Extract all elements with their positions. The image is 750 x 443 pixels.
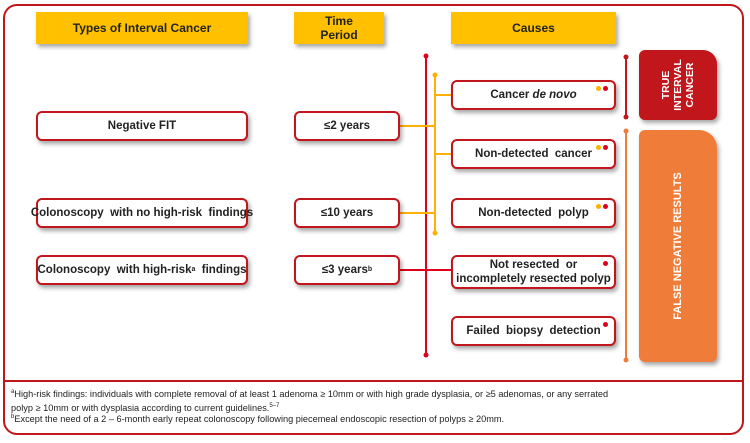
cause-non-detected-cancer-label: Non-detected cancer <box>475 148 592 160</box>
header-causes-label: Causes <box>512 21 555 35</box>
footnote-a-ref: 5–7 <box>269 403 280 410</box>
cause-non-detected-polyp: Non-detected polyp <box>451 198 616 228</box>
red-dot <box>603 204 608 209</box>
footnote-b: bExcept the need of a 2 – 6-month early … <box>11 411 736 425</box>
cause-cancer-de-novo: Cancer de novo <box>451 80 616 110</box>
false-negative-label: FALSE NEGATIVE RESULTS <box>672 172 684 320</box>
true-label-line3: CANCER <box>684 62 696 108</box>
true-label-line1: TRUE <box>660 70 672 100</box>
footnote-divider <box>3 380 744 382</box>
true-label-line2: INTERVAL <box>672 59 684 111</box>
footnote-a: aHigh-risk findings: individuals with co… <box>11 386 736 414</box>
header-time-line1: Time <box>325 14 353 28</box>
header-time-line2: Period <box>320 28 358 42</box>
type-high-risk-pre: Colonoscopy with high-risk <box>37 264 192 276</box>
red-bracket-top-dot <box>623 54 629 60</box>
yellow-dot <box>596 145 601 150</box>
cause-failed-biopsy-detection: Failed biopsy detection <box>451 316 616 346</box>
cause-non-detected-cancer: Non-detected cancer <box>451 139 616 169</box>
footnote-mark-a: a <box>191 266 196 273</box>
header-types: Types of Interval Cancer <box>36 12 248 44</box>
footnote-a-text2: polyp ≥ 10mm or with dysplasia according… <box>11 403 270 414</box>
footnote-a-mark: a <box>11 389 15 395</box>
orange-bracket-bottom-dot <box>623 357 629 363</box>
yellow-bus-bottom-dot <box>432 230 438 236</box>
red-dot <box>603 322 608 327</box>
yellow-dot <box>596 86 601 91</box>
outer-frame <box>3 4 744 435</box>
red-dot <box>603 261 608 266</box>
type-negative-fit-label: Negative FIT <box>107 120 177 132</box>
cause-not-resected-line1: Not resected or <box>489 259 578 271</box>
period-2-years-label: ≤2 years <box>324 120 370 132</box>
yellow-bus-top-dot <box>432 72 438 78</box>
period-10-years-label: ≤10 years <box>320 207 374 219</box>
period-10-years: ≤10 years <box>294 198 400 228</box>
header-types-label: Types of Interval Cancer <box>72 21 212 35</box>
cause-not-resected-polyp: Not resected or incompletely resected po… <box>451 255 616 289</box>
type-colonoscopy-no-high-risk: Colonoscopy with no high-risk findings <box>31 198 253 228</box>
false-negative-results-panel: FALSE NEGATIVE RESULTS <box>639 130 717 362</box>
red-bus-top-dot <box>423 53 429 59</box>
footnote-mark-b: b <box>367 266 373 273</box>
cause-failed-biopsy-label: Failed biopsy detection <box>466 325 601 337</box>
footnote-b-mark: b <box>11 414 15 420</box>
red-dot <box>603 145 608 150</box>
true-interval-cancer-panel: TRUE INTERVAL CANCER <box>639 50 717 120</box>
footnote-b-text: Except the need of a 2 – 6-month early r… <box>14 414 505 425</box>
red-bus-bottom-dot <box>423 352 429 358</box>
period-3-years-label: ≤3 years <box>321 264 368 276</box>
header-causes: Causes <box>451 12 616 44</box>
red-dot <box>603 86 608 91</box>
cause-non-detected-polyp-label: Non-detected polyp <box>478 207 589 219</box>
type-negative-fit: Negative FIT <box>36 111 248 141</box>
yellow-dot <box>596 204 601 209</box>
type-colonoscopy-no-high-risk-label: Colonoscopy with no high-risk findings <box>30 207 254 219</box>
cause-not-resected-line2: incompletely resected polyp <box>456 273 611 285</box>
period-2-years: ≤2 years <box>294 111 400 141</box>
type-high-risk-post: findings <box>195 264 247 276</box>
cause-cancer-de-novo-label: Cancer de novo <box>490 89 577 101</box>
footnote-a-text: High-risk findings: individuals with com… <box>14 389 609 400</box>
orange-bracket-top-dot <box>623 128 629 134</box>
red-bracket-bottom-dot <box>623 114 629 120</box>
header-time-period: Time Period <box>294 12 384 44</box>
